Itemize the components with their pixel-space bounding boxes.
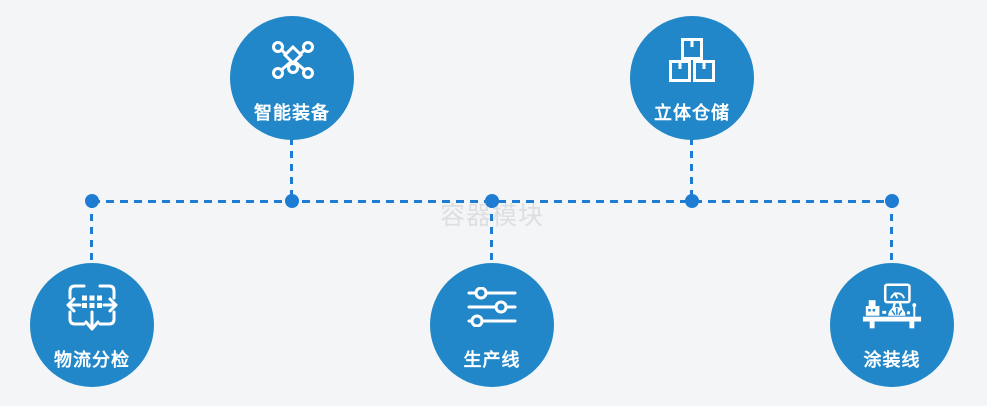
node-production-line: 生产线 [430,263,554,387]
connector-vertical-line [690,138,693,200]
connector-vertical-line [90,201,93,263]
node-smart-equipment: 智能装备 [230,16,354,140]
node-logistics-sorting: 物流分检 [30,263,154,387]
node-label: 智能装备 [254,103,330,123]
junction-dot [85,194,99,208]
stacked-boxes-icon [669,37,715,83]
assembly-machine-icon [861,283,923,330]
node-label: 立体仓储 [654,103,730,123]
sorting-arrows-icon [65,284,119,331]
junction-dot [285,194,299,208]
connector-vertical-line [290,138,293,200]
network-nodes-icon [269,37,315,83]
junction-dot [885,194,899,208]
connector-vertical-line [490,201,493,263]
node-warehouse: 立体仓储 [630,16,754,140]
sliders-icon [467,284,517,330]
junction-dot [485,194,499,208]
node-label: 物流分检 [54,350,130,370]
junction-dot [685,194,699,208]
node-label: 涂装线 [863,350,921,370]
node-painting-line: 涂装线 [830,263,954,387]
node-label: 生产线 [463,350,521,370]
connector-vertical-line [890,201,893,263]
